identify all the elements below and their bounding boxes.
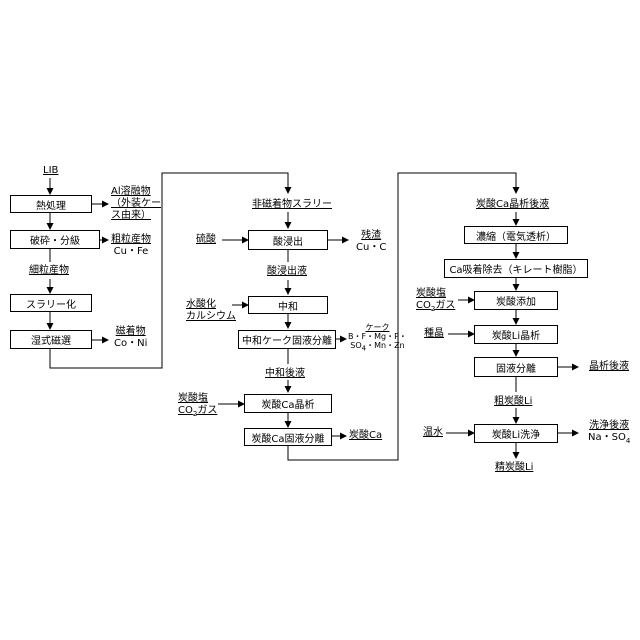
solid-liquid-separation-box: 固液分離: [474, 357, 558, 377]
co2-gas-line-col3: CO2ガス: [416, 300, 455, 315]
wet-magnetic-separation-box: 湿式磁選: [10, 330, 92, 349]
cake-line1: B・F・Mg・P・: [348, 332, 407, 341]
nonmagnetic-slurry-label: 非磁着物スラリー: [252, 199, 332, 211]
crush-classify-box: 破砕・分級: [10, 230, 100, 249]
co2-text: CO: [178, 405, 193, 416]
cake-line2-rest: ・Mn・Zn: [366, 341, 405, 350]
seed-crystal-input-label: 種晶: [424, 328, 444, 340]
carbonate-co2-input-label-2: 炭酸塩 CO2ガス: [416, 288, 455, 315]
li2co3-washing-box: 炭酸Li洗浄: [474, 424, 558, 443]
heat-treatment-box: 熱処理: [10, 195, 92, 213]
post-neutralization-liquor-label: 中和後液: [265, 368, 305, 380]
fine-product-label: 細粒産物: [29, 265, 69, 277]
magnetic-product-line1: 磁着物: [114, 326, 147, 338]
calcium-hydroxide-input-label: 水酸化 カルシウム: [186, 299, 236, 323]
refined-li2co3-label: 精炭酸Li: [495, 462, 533, 474]
cake-output-label: ケーク B・F・Mg・P・ SO4・Mn・Zn: [348, 323, 407, 354]
cake-so4-text: SO: [350, 341, 361, 350]
magnetic-product-line2: Co・Ni: [114, 338, 147, 350]
caco3-output-label: 炭酸Ca: [349, 430, 382, 442]
sulfuric-acid-input-label: 硫酸: [196, 234, 216, 246]
carbonate-line1: 炭酸塩: [178, 393, 217, 405]
neutralization-box: 中和: [248, 296, 328, 314]
carbonate-line1-col3: 炭酸塩: [416, 288, 455, 300]
magnetic-product-output-label: 磁着物 Co・Ni: [114, 326, 147, 350]
post-caco3-liquor-label: 炭酸Ca晶析後液: [476, 199, 549, 211]
coarse-product-line1: 粗粒産物: [111, 234, 151, 246]
carbonate-co2-input-label-1: 炭酸塩 CO2ガス: [178, 393, 217, 420]
al-melt-line2: （外装ケー: [111, 198, 161, 210]
al-melt-line1: Al溶融物: [111, 186, 161, 198]
acid-leaching-box: 酸浸出: [248, 230, 328, 250]
gas-text-col3: ガス: [435, 300, 455, 311]
residue-line1: 残渣: [356, 230, 386, 242]
wash-liquor-output-label: 洗浄後液 Na・SO4: [588, 420, 630, 447]
concentration-electrodialysis-box: 濃縮（電気透析）: [464, 226, 568, 244]
al-melt-output-label: Al溶融物 （外装ケー ス由来）: [111, 186, 161, 222]
slurry-box: スラリー化: [10, 294, 92, 312]
wash-liquor-line2: Na・SO4: [588, 432, 630, 447]
gas-text: ガス: [197, 405, 217, 416]
co2-text-col3: CO: [416, 300, 431, 311]
crude-li2co3-label: 粗炭酸Li: [494, 396, 532, 408]
residue-line2: Cu・C: [356, 242, 386, 254]
so4-subscript: 4: [626, 437, 630, 445]
neutralization-cake-separation-box: 中和ケーク固液分離: [238, 330, 336, 349]
coarse-product-line2: Cu・Fe: [111, 246, 151, 258]
start-lib-label: LIB: [43, 165, 58, 177]
calcium-hydroxide-line1: 水酸化: [186, 299, 236, 311]
residue-output-label: 残渣 Cu・C: [356, 230, 386, 254]
carbonation-box: 炭酸添加: [474, 291, 558, 310]
al-melt-line3: ス由来）: [111, 210, 161, 222]
wash-liquor-line1: 洗浄後液: [588, 420, 630, 432]
caco3-separation-box: 炭酸Ca固液分離: [244, 428, 332, 446]
co2-gas-line: CO2ガス: [178, 405, 217, 420]
li2co3-crystallization-box: 炭酸Li晶析: [474, 325, 558, 344]
caco3-crystallization-box: 炭酸Ca晶析: [244, 394, 332, 413]
ca-adsorption-removal-box: Ca吸着除去（キレート樹脂）: [444, 259, 588, 278]
hot-water-input-label: 温水: [423, 427, 443, 439]
cake-line2: SO4・Mn・Zn: [348, 341, 407, 354]
acid-leach-liquor-label: 酸浸出液: [267, 266, 307, 278]
calcium-hydroxide-line2: カルシウム: [186, 311, 236, 323]
coarse-product-output-label: 粗粒産物 Cu・Fe: [111, 234, 151, 258]
na-so4-text: Na・SO: [588, 432, 626, 443]
cake-title: ケーク: [348, 323, 407, 332]
mother-liquor-output-label: 晶析後液: [589, 361, 629, 373]
